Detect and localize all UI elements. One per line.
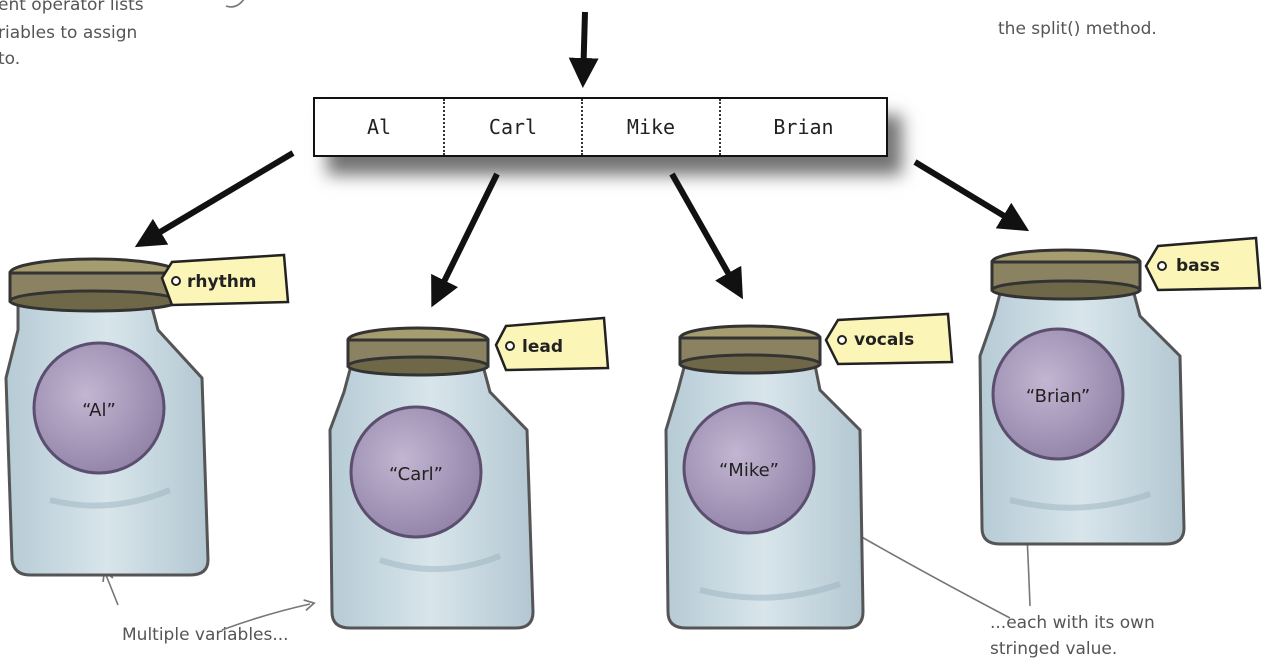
pencil-arrow-to-rhythm xyxy=(102,569,119,606)
jar-vocals: “Mike” vocals xyxy=(664,312,954,630)
jar-value: “Al” xyxy=(82,400,116,421)
jar-bass: “Brian” bass xyxy=(978,236,1262,546)
tag-label: rhythm xyxy=(187,272,257,292)
label-disc xyxy=(32,341,166,475)
pencil-arrows xyxy=(102,0,1031,631)
name-tag xyxy=(1144,236,1262,292)
arrow-to-bass xyxy=(913,159,1030,232)
name-tag xyxy=(160,253,290,307)
list-cell: Carl xyxy=(443,99,581,155)
list-cell: Mike xyxy=(581,99,719,155)
name-tag xyxy=(824,312,954,366)
jar-value: “Carl” xyxy=(389,464,443,485)
arrow-to-rhythm xyxy=(134,150,295,248)
jar-lead: “Carl” lead xyxy=(328,316,610,630)
annotation-assignment-line-2: riables to assign xyxy=(0,23,138,43)
tag-label: bass xyxy=(1176,256,1220,276)
pencil-arrow-to-lead xyxy=(221,599,316,631)
arrows xyxy=(134,11,1030,308)
name-tag xyxy=(494,316,610,372)
annotation-each-value-line-2: stringed value. xyxy=(990,639,1118,659)
list-cell: Al xyxy=(366,115,392,139)
split-result-list: Al Carl Mike Brian xyxy=(313,97,888,157)
annotation-each-value-line-1: ...each with its own xyxy=(990,613,1155,633)
arrow-to-vocals xyxy=(669,172,743,300)
label-disc xyxy=(991,327,1125,461)
label-disc xyxy=(682,401,816,535)
pencil-arrow-top-left xyxy=(225,0,245,8)
annotation-multiple-variables: Multiple variables... xyxy=(122,625,289,645)
list-cell: Brian xyxy=(719,99,886,155)
tag-label: lead xyxy=(522,337,563,357)
down-arrow xyxy=(568,11,599,88)
annotation-assignment-line-1: ent operator lists xyxy=(0,0,144,15)
annotation-assignment-line-3: to. xyxy=(0,49,21,69)
jar-value: “Brian” xyxy=(1026,386,1090,407)
jar-rhythm: “Al” rhythm xyxy=(4,253,290,577)
label-disc xyxy=(349,405,483,539)
annotation-split-line-2: the split() method. xyxy=(998,19,1157,39)
jar-value: “Mike” xyxy=(719,460,779,481)
arrow-to-lead xyxy=(431,172,500,308)
tag-label: vocals xyxy=(854,330,914,350)
